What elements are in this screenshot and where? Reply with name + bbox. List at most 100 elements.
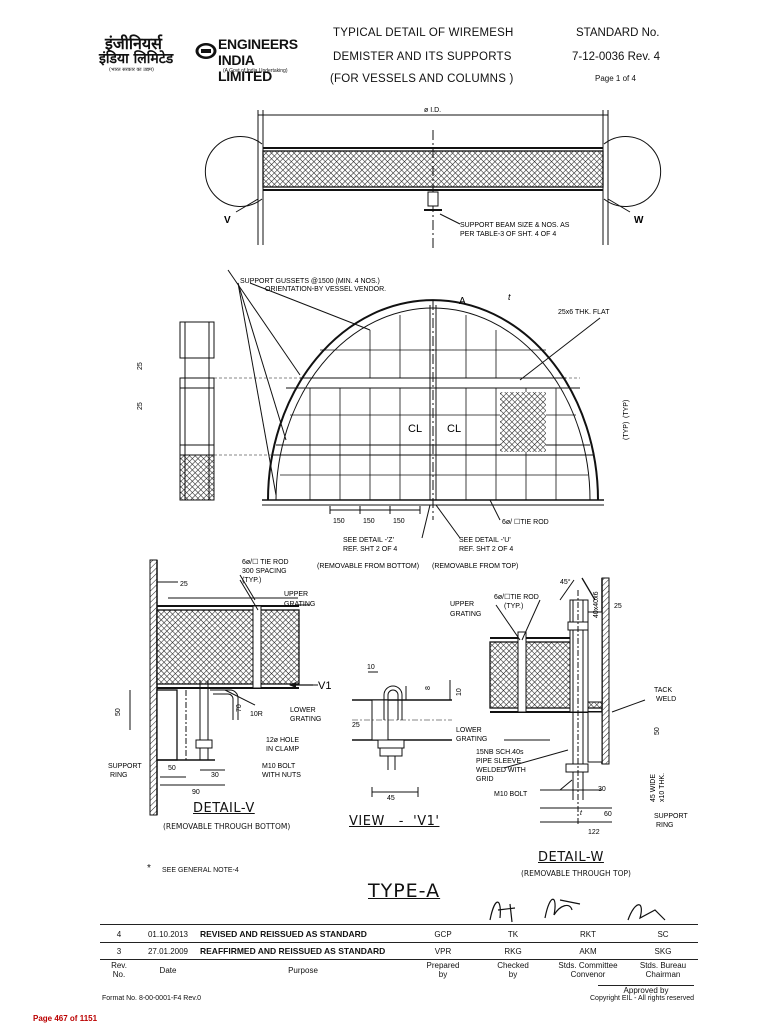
svg-text:25x6 THK. FLAT: 25x6 THK. FLAT [558,309,610,316]
doc-title-line2: DEMISTER AND ITS SUPPORTS [333,51,512,63]
general-note: SEE GENERAL NOTE-4 [162,867,239,874]
general-note-star: * [147,863,151,874]
svg-text:6ø/☐ TIE ROD: 6ø/☐ TIE ROD [242,558,289,566]
svg-text:GRATING: GRATING [456,736,487,743]
view-v1-labels: 10 8 10 25 45 [352,664,463,802]
detail-w-title: DETAIL-W [538,850,604,865]
svg-text:A: A [459,296,466,307]
svg-text:15NB SCH.40s: 15NB SCH.40s [476,749,524,756]
approved-by: Approved by [598,985,694,995]
svg-text:(TYP.): (TYP.) [504,603,523,610]
detail-w-labels: 6ø/☐TIE ROD (TYP.) 45° 40x40x6 25 UPPER … [450,578,688,836]
svg-text:25: 25 [614,603,622,610]
svg-text:8: 8 [425,686,432,690]
svg-text:SUPPORT: SUPPORT [654,813,688,820]
svg-text:SEE DETAIL -'U': SEE DETAIL -'U' [459,537,511,544]
svg-text:70: 70 [236,704,243,712]
detail-v-title: DETAIL-V [193,801,255,816]
revision-row: 4 01.10.2013 REVISED AND REISSUED AS STA… [100,926,698,943]
svg-text:M10 BOLT: M10 BOLT [494,791,528,798]
svg-text:t: t [580,810,583,817]
copyright: Copyright EIL - All rights reserved [590,995,695,1002]
svg-text:t: t [508,292,511,302]
logo-en-line2: INDIA LIMITED [218,52,272,84]
rev-purpose: REAFFIRMED AND REISSUED AS STANDARD [198,942,408,960]
rev-checked: RKG [478,942,548,960]
standard-label: STANDARD No. [576,27,660,39]
svg-text:40x40x6: 40x40x6 [593,591,600,618]
svg-text:W: W [634,215,644,226]
svg-text:SUPPORT BEAM SIZE & NOS. AS: SUPPORT BEAM SIZE & NOS. AS [460,222,570,229]
svg-text:25: 25 [137,362,144,370]
svg-text:300 SPACING: 300 SPACING [242,568,287,575]
standard-number: 7-12-0036 Rev. 4 [572,51,661,63]
svg-text:ø I.D.: ø I.D. [424,107,441,114]
svg-text:PIPE SLEEVE: PIPE SLEEVE [476,758,521,765]
svg-text:25: 25 [137,402,144,410]
view-v1-drawing [352,671,452,797]
svg-text:WELDED WITH: WELDED WITH [476,767,526,774]
detail-v-labels: 25 UPPER GRATING V1 50 70 10R LOWER GRAT… [108,581,331,796]
detail-w-drawing [489,577,646,825]
logo-hindi-sub: (भारत सरकार का उद्यम) [109,67,154,73]
logo-en-sub: (A Govt of India Undertaking) [223,68,288,74]
svg-text:(TYP): (TYP) [623,400,630,418]
svg-text:V: V [224,215,231,226]
detail-v-subtitle: (REMOVABLE THROUGH BOTTOM) [163,822,291,831]
rev-chairman: SC [628,926,698,943]
svg-text:V1: V1 [318,680,331,692]
doc-title-line3: (FOR VESSELS AND COLUMNS ) [330,73,514,85]
svg-text:(TYP.): (TYP.) [242,577,261,584]
eil-logo: इंजीनियर्स इंडिया लिमिटेड (भारत सरकार का… [95,34,305,86]
svg-text:REF. SHT 2 OF 4: REF. SHT 2 OF 4 [343,546,397,553]
logo-hindi-line2: इंडिया लिमिटेड [99,51,174,67]
rev-chairman: SKG [628,942,698,960]
rev-checked: TK [478,926,548,943]
svg-text:GRID: GRID [476,776,494,783]
svg-text:6ø/ ☐TIE ROD: 6ø/ ☐TIE ROD [502,518,549,526]
svg-text:SEE DETAIL -'Z': SEE DETAIL -'Z' [343,537,394,544]
svg-text:(TYP): (TYP) [623,422,630,440]
svg-text:LOWER: LOWER [290,707,316,714]
svg-text:SUPPORT GUSSETS @1500 (MIN. 4: SUPPORT GUSSETS @1500 (MIN. 4 NOS.) [240,278,380,285]
svg-text:RING: RING [656,822,674,829]
svg-text:CL: CL [408,423,422,435]
plan-view-labels: SUPPORT GUSSETS @1500 (MIN. 4 NOS.) ORIE… [137,278,630,584]
rev-purpose: REVISED AND REISSUED AS STANDARD [198,926,408,943]
rev-date: 27.01.2009 [138,942,198,960]
rev-convenor: AKM [548,942,628,960]
svg-text:UPPER: UPPER [284,591,308,598]
svg-text:GRATING: GRATING [450,611,481,618]
svg-text:122: 122 [588,829,600,836]
view-v1-title: VIEW - 'V1' [349,814,440,829]
rev-no: 3 [100,942,138,960]
svg-text:CL: CL [447,423,461,435]
svg-text:25: 25 [180,581,188,588]
plan-view [179,269,604,601]
logo-emblem-icon [195,40,217,62]
svg-text:SUPPORT: SUPPORT [108,763,142,770]
hdr-date: Date [159,965,177,975]
svg-text:45: 45 [387,795,395,802]
svg-text:TACK: TACK [654,687,672,694]
svg-text:(REMOVABLE FROM BOTTOM): (REMOVABLE FROM BOTTOM) [317,563,419,570]
hdr-rev: Rev.No. [111,961,127,979]
svg-text:50: 50 [654,727,661,735]
svg-text:UPPER: UPPER [450,601,474,608]
svg-text:45°: 45° [560,578,571,586]
svg-text:(REMOVABLE FROM TOP): (REMOVABLE FROM TOP) [432,563,518,570]
svg-text:50: 50 [115,708,122,716]
svg-text:50: 50 [168,765,176,772]
svg-text:45 WIDE: 45 WIDE [650,774,657,802]
svg-text:IN CLAMP: IN CLAMP [266,746,299,753]
svg-text:6ø/☐TIE ROD: 6ø/☐TIE ROD [494,593,539,601]
svg-text:90: 90 [192,789,200,796]
svg-text:25: 25 [352,722,360,729]
svg-text:REF. SHT 2 OF 4: REF. SHT 2 OF 4 [459,546,513,553]
svg-text:WELD: WELD [656,696,676,703]
